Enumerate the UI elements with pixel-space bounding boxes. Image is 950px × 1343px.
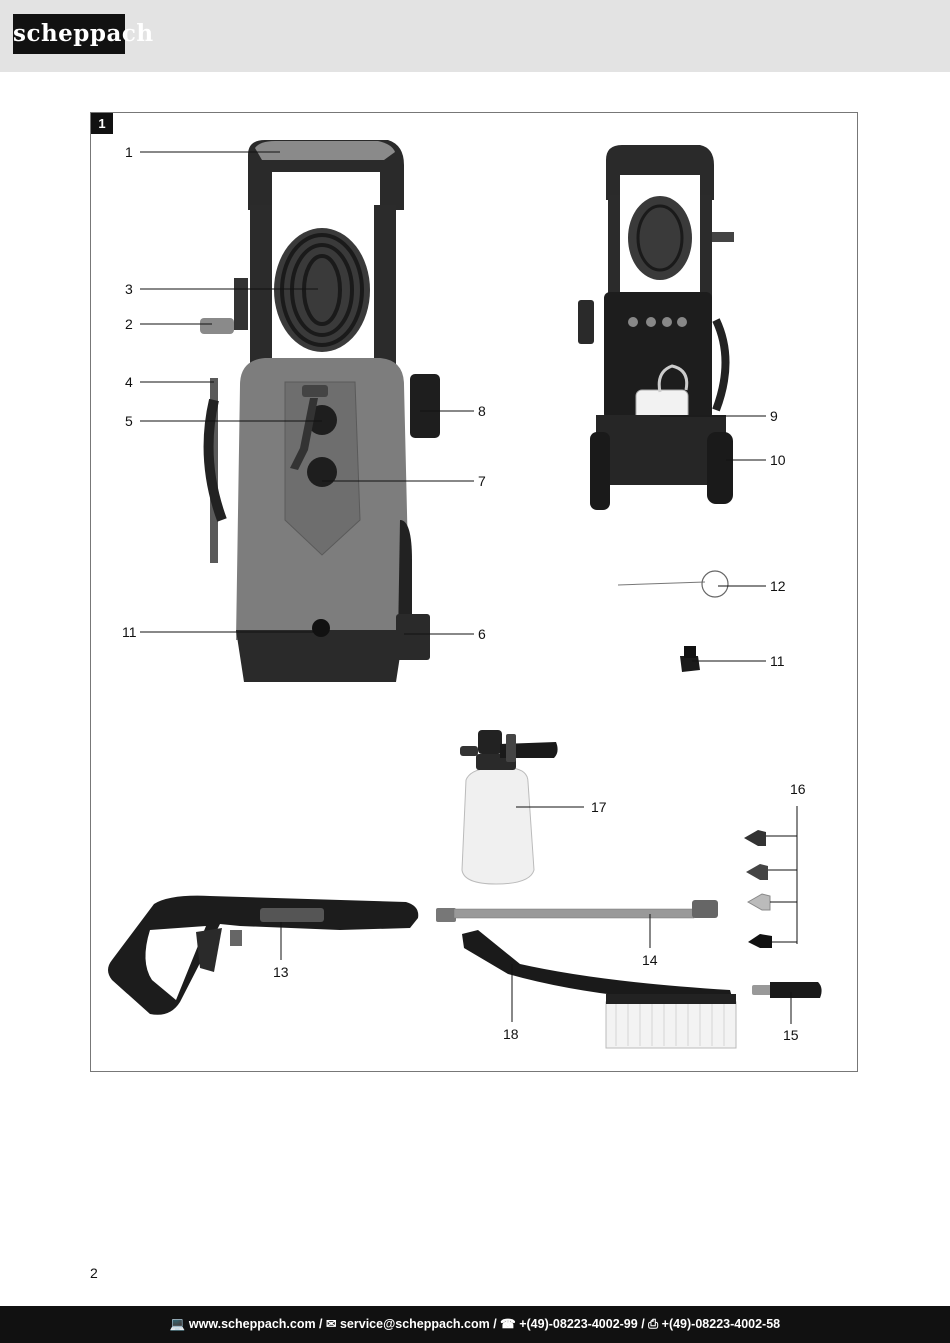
cleaning-needle: [617, 570, 729, 598]
callout-7: 7: [478, 473, 486, 489]
figure-frame: [90, 112, 858, 1072]
callout-16: 16: [790, 781, 806, 797]
nozzle-set: [744, 830, 772, 948]
laptop-icon: 💻: [169, 1317, 186, 1331]
callout-11-front: 11: [122, 624, 137, 640]
fax-number: +(49)-08223-4002-58: [661, 1317, 781, 1331]
callout-10: 10: [770, 452, 786, 468]
callout-2: 2: [125, 316, 133, 332]
pressure-washer-front: [200, 140, 440, 682]
callout-3: 3: [125, 281, 133, 297]
callout-15: 15: [783, 1027, 799, 1043]
leader-lines: [140, 151, 798, 1024]
callout-13: 13: [273, 964, 289, 980]
page-number: 2: [90, 1265, 98, 1281]
separator: /: [637, 1317, 649, 1331]
foam-lance-bottle: [460, 730, 558, 885]
nozzle-nut: [680, 646, 700, 672]
callout-9: 9: [770, 408, 778, 424]
website-link[interactable]: www.scheppach.com: [188, 1317, 316, 1331]
phone-number: +(49)-08223-4002-99: [519, 1317, 638, 1331]
fax-icon: ⎙: [648, 1317, 659, 1331]
separator: /: [489, 1317, 501, 1331]
callout-14: 14: [642, 952, 658, 968]
spray-lance: [436, 900, 718, 922]
callout-6: 6: [478, 626, 486, 642]
figure-number: 1: [91, 113, 113, 134]
pressure-washer-rear: [578, 145, 734, 510]
email-link[interactable]: service@scheppach.com: [339, 1317, 490, 1331]
page-footer: 💻 www.scheppach.com / ✉ service@scheppac…: [0, 1306, 950, 1343]
rotary-nozzle: [752, 982, 822, 998]
wash-brush: [462, 930, 737, 1049]
callout-5: 5: [125, 413, 133, 429]
spray-gun: [108, 895, 419, 1015]
separator: /: [315, 1317, 326, 1331]
callout-12: 12: [770, 578, 786, 594]
email-icon: ✉: [326, 1317, 337, 1331]
callout-4: 4: [125, 374, 133, 390]
callout-17: 17: [591, 799, 607, 815]
callout-1: 1: [125, 144, 133, 160]
callout-8: 8: [478, 403, 486, 419]
page-header: scheppach: [0, 0, 950, 72]
callout-18: 18: [503, 1026, 519, 1042]
phone-icon: ☎: [500, 1317, 516, 1331]
callout-11-nut: 11: [770, 653, 785, 669]
